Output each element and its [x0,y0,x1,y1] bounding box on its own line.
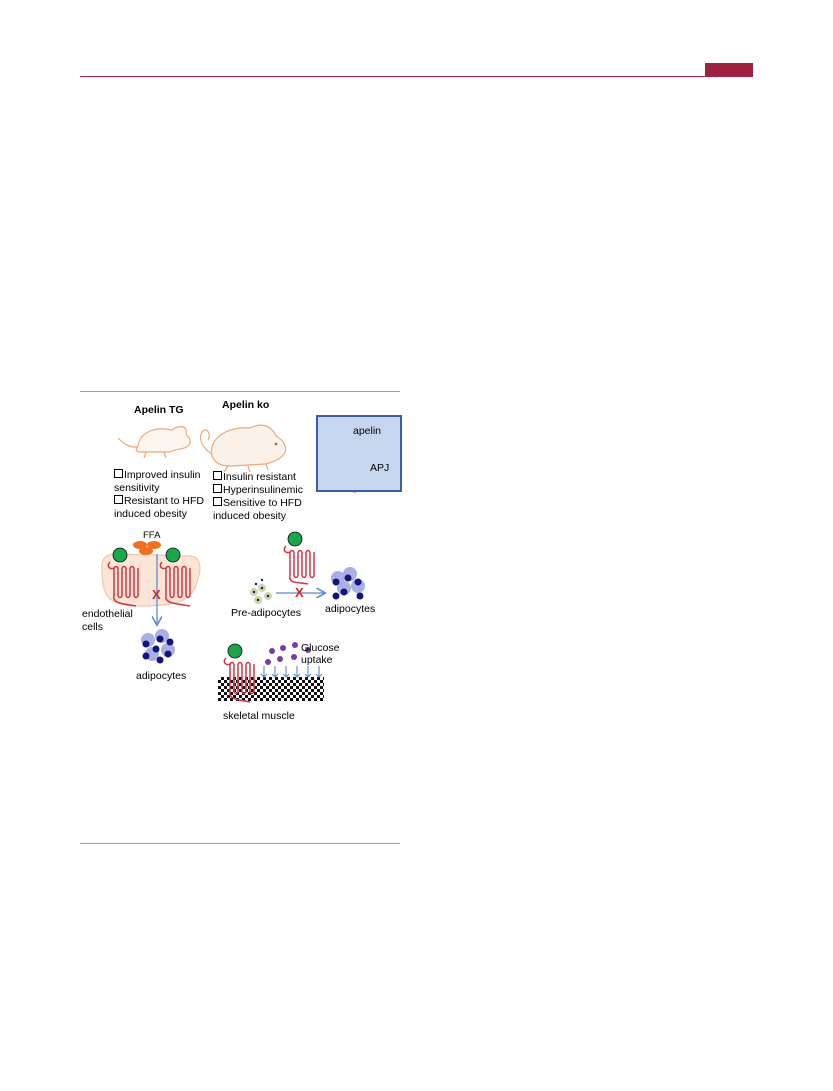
checkbox-icon [114,469,123,478]
skeletal-muscle-label: skeletal muscle [223,710,295,722]
legend-apelin-label: apelin [353,425,382,437]
header-tab [705,63,753,77]
ko-mouse-icon [199,424,287,473]
apelin-ligand-icon [112,547,128,563]
tg-effect-item-cont: induced obesity [114,508,187,520]
ffa-icon [139,547,153,555]
adipocytes-label-left: adipocytes [136,670,187,682]
ffa-icon [147,541,161,549]
apelin-ligand-icon [287,531,303,547]
tg-mouse-icon [117,425,191,459]
legend-box [316,415,402,492]
adipocyte-cluster-icon [141,629,175,664]
ko-effect-item: Hyperinsulinemic [213,484,303,497]
inhibition-mark-right: X [295,585,304,600]
apelin-ligand-icon [227,643,243,659]
ko-effects-list: Insulin resistant Hyperinsulinemic Sensi… [213,471,303,523]
apj-receptor-icon [159,561,191,607]
tg-effects-list: Improved insulin sensitivity Resistant t… [114,469,204,521]
checkbox-icon [213,497,222,506]
panel-title-ko: Apelin ko [222,399,270,411]
ko-effect-item: Insulin resistant [213,471,303,484]
endothelial-label-line2: cells [82,621,104,633]
checkbox-icon [213,484,222,493]
figure-bottom-rule [80,843,400,844]
checkbox-icon [213,471,222,480]
inhibition-mark-left: X [152,587,161,602]
header-rule [80,76,753,77]
preadipocytes-label: Pre-adipocytes [231,607,302,619]
legend-apj-label: APJ [370,462,390,474]
apj-receptor-icon [107,561,139,607]
preadipocyte-cluster-icon [250,578,272,604]
figure-top-rule [80,391,400,392]
apelin-figure: Apelin TG Apelin ko Improved insulin sen… [80,392,402,842]
glucose-label-line2: uptake [301,654,333,666]
glucose-molecules-icon [265,642,311,665]
adipocyte-cluster-icon [331,567,365,600]
ko-effect-item: Sensitive to HFD [213,497,303,510]
apj-receptor-icon [283,545,315,585]
ffa-icon [133,541,147,549]
adipocytes-label-right: adipocytes [325,603,376,615]
ffa-label: FFA [143,530,161,541]
tg-effect-item: Resistant to HFD [114,495,204,508]
tg-effect-item: Improved insulin [114,469,204,482]
apj-receptor-icon [223,657,255,703]
skeletal-muscle-band [218,677,324,701]
ko-effect-item-cont: induced obesity [213,510,286,522]
glucose-label-line1: Glucose [301,642,340,654]
checkbox-icon [114,495,123,504]
endothelial-label-line1: endothelial [82,608,133,620]
tg-effect-item-cont: sensitivity [114,482,160,494]
glucose-uptake-arrows-icon [260,666,323,678]
panel-title-tg: Apelin TG [134,404,184,416]
apelin-ligand-icon [165,547,181,563]
